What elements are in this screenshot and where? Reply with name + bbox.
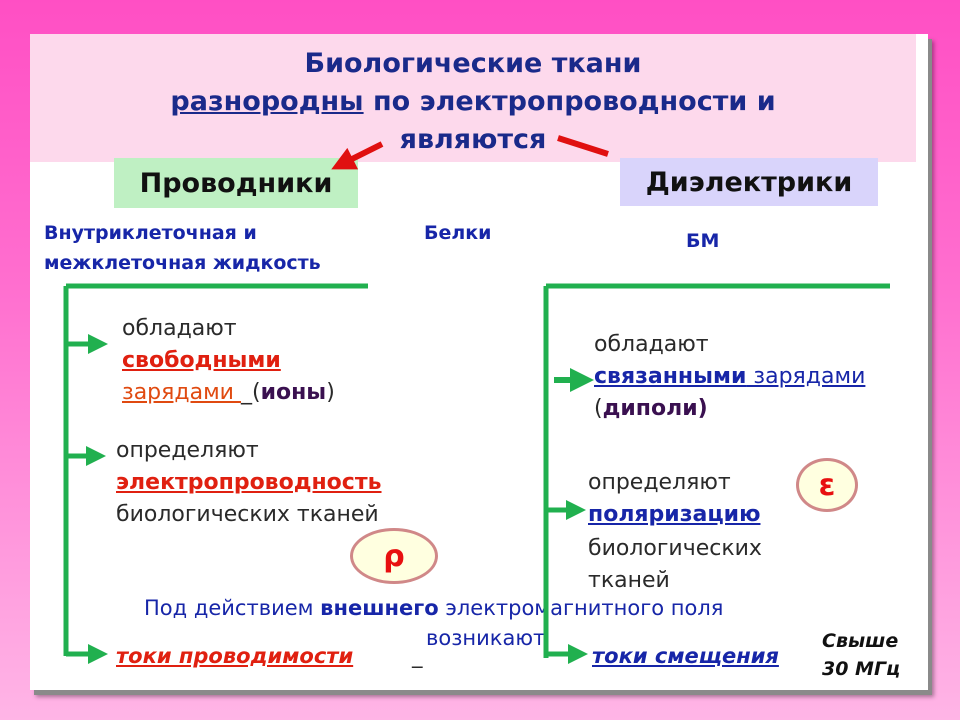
field-note-line-2: возникают [426,626,546,650]
proteins-label: Белки [424,222,492,244]
dipoles-open: ( [594,396,603,421]
conduction-currents-tail: _ [412,644,423,668]
title-banner: Биологические ткани разнородны по электр… [30,34,916,162]
displacement-currents: токи смещения [592,644,779,668]
red-arrow-left [331,141,384,170]
dielectrics-subjects: БМ [686,230,720,252]
conductors-b2-line-3: биологических тканей [116,502,379,527]
conductors-free-charges: свободными [122,348,281,373]
title-line-2: разнородны по электропроводности и [30,86,916,117]
dielectrics-label: Диэлектрики [620,158,878,206]
dielectrics-b1-line-2: связанными зарядами [594,364,865,389]
conductors-b2-line-1: определяют [116,438,259,463]
field-note-line-1: Под действием внешнего электромагнитного… [144,596,723,620]
dielectrics-b2-line-4: тканей [588,568,670,593]
freq-note-line-1: Свыше [822,630,899,652]
connector-lines [63,135,890,664]
dielectrics-b2-line-3: биологических [588,536,762,561]
field-note-part-1: Под действием [144,596,321,620]
rho-symbol: ρ [350,528,438,584]
conductors-b1-line-1: обладают [122,316,237,341]
epsilon-symbol: ε [796,458,858,512]
charges-word: зарядами [122,380,241,405]
conductors-conductivity: электропроводность [116,470,382,495]
freq-note-line-2: 30 МГц [822,658,901,680]
title-line-1: Биологические ткани [304,48,642,79]
conductors-label: Проводники [114,158,358,208]
title-line-3: являются [399,124,547,155]
conduction-currents: токи проводимости [116,644,354,668]
field-note-external: внешнего [320,596,439,620]
conductors-b1-line-3: зарядами _(ионы) [122,380,335,405]
ions-close: ) [326,380,335,405]
ions-underscore: _( [240,380,261,405]
dielectrics-polarization: поляризацию [588,502,761,527]
field-note-part-3: электромагнитного поля [438,596,724,620]
ions-word: ионы [260,380,327,405]
conductors-subjects-line-1: Внутриклеточная и [44,222,257,244]
red-arrow-right [557,135,609,157]
dielectrics-b1-line-1: обладают [594,332,709,357]
title-line-2-rest: по электропроводности и [363,86,776,117]
dielectrics-b2-line-1: определяют [588,470,731,495]
conductors-subjects-line-2: межклеточная жидкость [44,252,321,274]
slide: Биологические ткани разнородны по электр… [30,34,928,690]
dipoles-word: диполи) [602,396,708,421]
title-underlined-word: разнородны [170,86,364,117]
bound-charges-word: зарядами [746,364,866,389]
bound-word: связанными [594,364,747,389]
dielectrics-b1-line-3: (диполи) [594,396,708,421]
